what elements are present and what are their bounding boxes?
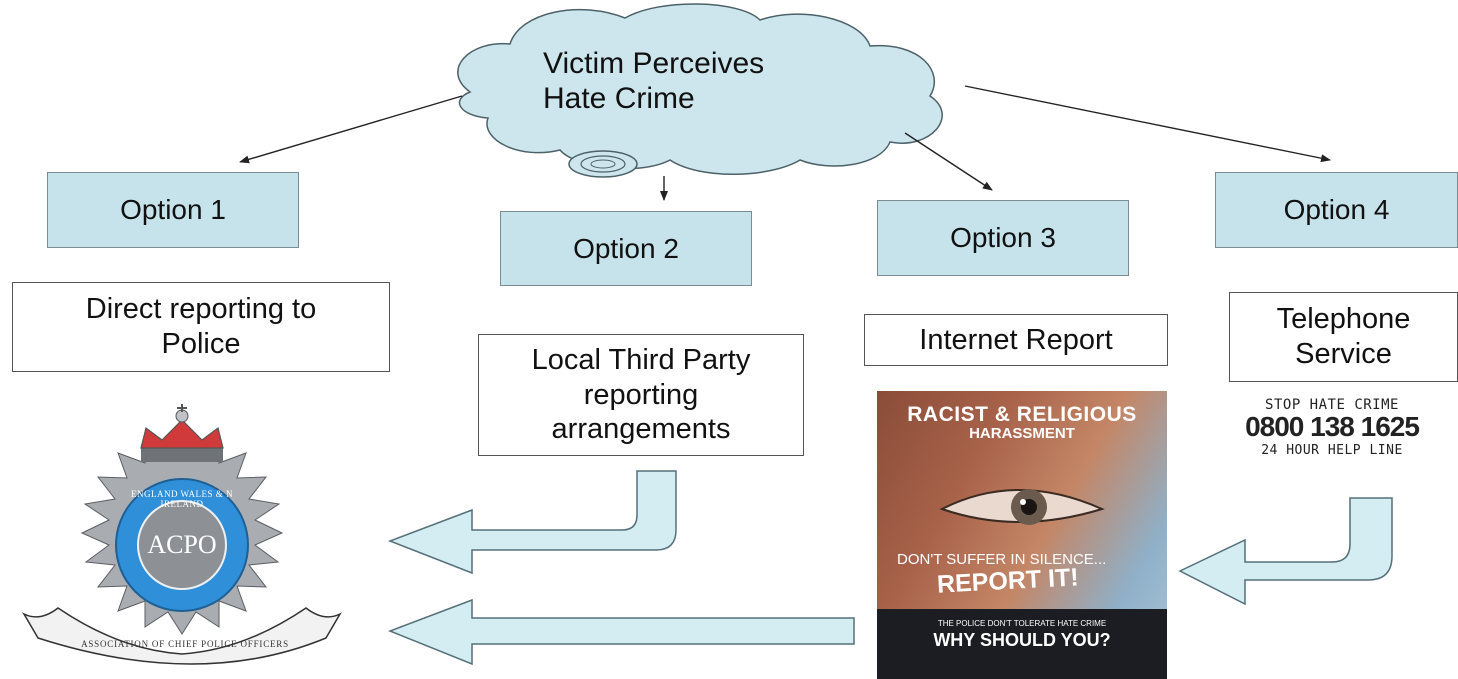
option-4-label: Option 4 <box>1283 194 1390 225</box>
arrow-to-option-1 <box>239 95 463 164</box>
badge-center-text: ACPO <box>147 530 217 559</box>
poster-dont-suffer: DON'T SUFFER IN SILENCE... <box>897 551 1107 568</box>
option-1-desc-line-2: Police <box>161 328 241 360</box>
option-3-box: Option 3 <box>877 200 1129 276</box>
bent-arrow-option-4 <box>1178 497 1393 606</box>
option-3-desc-line-1: Internet Report <box>919 323 1113 356</box>
option-2-desc-line-3: arrangements <box>551 413 731 446</box>
poster-tolerate: THE POLICE DON'T TOLERATE HATE CRIME <box>937 619 1107 628</box>
acpo-badge <box>22 404 342 665</box>
option-2-desc-line-2: reporting <box>583 378 699 411</box>
option-1-desc-line-1: Direct reporting to <box>85 293 317 326</box>
option-1-box: Option 1 <box>47 172 299 248</box>
option-4-description: Telephone Service <box>1229 292 1458 382</box>
hotline-logo: STOP HATE CRIME 0800 138 1625 24 HOUR HE… <box>1232 397 1432 458</box>
option-4-box: Option 4 <box>1215 172 1458 248</box>
option-3-label: Option 3 <box>950 222 1056 253</box>
hotline-tagline: 24 HOUR HELP LINE <box>1261 443 1403 458</box>
central-node-label: Victim Perceives Hate Crime <box>543 46 863 117</box>
hotline-brand: STOP HATE CRIME <box>1265 397 1399 413</box>
central-line-1: Victim Perceives <box>543 47 765 80</box>
poster-image: RACIST & RELIGIOUS HARASSMENT DON'T SUFF… <box>877 391 1167 679</box>
option-2-desc-line-1: Local Third Party <box>531 343 751 376</box>
badge-ribbon <box>22 607 342 665</box>
option-3-description: Internet Report <box>864 314 1168 366</box>
crown-icon <box>140 404 224 462</box>
option-2-box: Option 2 <box>500 211 752 286</box>
option-2-label: Option 2 <box>573 232 679 264</box>
option-1-label: Option 1 <box>120 194 226 225</box>
arrow-to-option-3 <box>904 132 993 191</box>
poster-subtitle: HARASSMENT <box>969 425 1075 442</box>
block-arrow-option-3 <box>387 598 855 666</box>
eye-icon <box>939 489 1105 525</box>
poster-report-it: REPORT IT! <box>936 563 1080 599</box>
option-2-description: Local Third Party reporting arrangements <box>478 334 804 456</box>
badge-ring-text: ENGLAND WALES & N IRELAND <box>130 489 234 509</box>
thought-cloud <box>457 3 943 178</box>
central-line-2: Hate Crime <box>543 82 695 116</box>
hotline-number: 0800 138 1625 <box>1245 411 1420 442</box>
option-4-desc-line-1: Telephone <box>1276 303 1411 336</box>
poster-why: WHY SHOULD YOU? <box>933 630 1111 650</box>
arrow-to-option-4 <box>964 85 1331 163</box>
poster-band <box>877 609 1167 679</box>
bent-arrow-option-2 <box>387 470 677 575</box>
option-1-description: Direct reporting to Police <box>12 282 390 372</box>
badge-ribbon-text: ASSOCIATION OF CHIEF POLICE OFFICERS <box>81 639 289 649</box>
badge-center-disc <box>137 500 227 590</box>
poster-title: RACIST & RELIGIOUS <box>907 403 1137 426</box>
option-4-desc-line-2: Service <box>1295 338 1392 370</box>
